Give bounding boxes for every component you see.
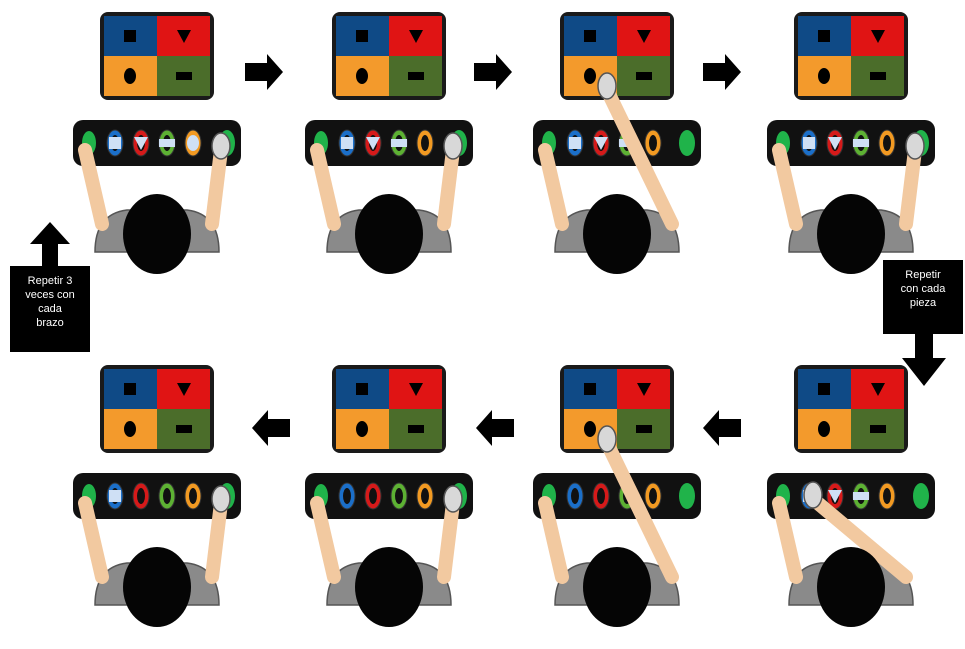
ring-hole <box>395 488 403 504</box>
arrow-left-icon <box>703 410 741 446</box>
arrow-right-icon <box>245 54 283 90</box>
sensor-glove-icon <box>212 486 230 512</box>
head <box>583 194 651 274</box>
ring-hole <box>369 488 377 504</box>
square-piece-icon <box>818 30 830 42</box>
sensor-glove-icon <box>598 73 616 99</box>
circle-piece-icon <box>584 68 596 84</box>
square-piece-icon <box>803 137 815 149</box>
right-arm <box>906 150 915 224</box>
rectangle-piece-icon <box>176 425 192 433</box>
rectangle-piece-icon <box>408 425 424 433</box>
circle-piece-icon <box>187 135 199 151</box>
sensor-glove-icon <box>598 426 616 452</box>
ring-hole <box>343 488 351 504</box>
sensor-glove-icon <box>444 133 462 159</box>
step-panel-3 <box>533 12 701 274</box>
square-piece-icon <box>356 383 368 395</box>
step-panel-7 <box>305 365 473 627</box>
arrow-right-icon <box>703 54 741 90</box>
circle-piece-icon <box>356 68 368 84</box>
step-panel-2 <box>305 12 473 274</box>
head <box>123 547 191 627</box>
square-piece-icon <box>124 30 136 42</box>
square-piece-icon <box>356 30 368 42</box>
ring-hole <box>883 488 891 504</box>
ring-tray <box>533 120 701 166</box>
circle-piece-icon <box>356 421 368 437</box>
ring-hole <box>649 488 657 504</box>
rectangle-piece-icon <box>870 425 886 433</box>
step-panel-4 <box>767 12 935 274</box>
square-piece-icon <box>124 383 136 395</box>
ring-hole <box>137 488 145 504</box>
step-panel-1 <box>73 12 241 274</box>
sensor-glove-icon <box>906 133 924 159</box>
ring-hole <box>649 135 657 151</box>
arrow-left-icon <box>476 410 514 446</box>
sensor-glove-icon <box>804 482 822 508</box>
square-piece-icon <box>818 383 830 395</box>
repeat-arm-label: Repetir 3 veces con cada brazo <box>10 266 90 352</box>
circle-piece-icon <box>818 68 830 84</box>
arrow-up-icon <box>30 222 70 266</box>
square-piece-icon <box>569 137 581 149</box>
square-piece-icon <box>584 30 596 42</box>
square-piece-icon <box>341 137 353 149</box>
ring-hole <box>421 135 429 151</box>
sensor-glove-icon <box>212 133 230 159</box>
end-button-icon <box>679 483 695 509</box>
right-arm <box>444 503 453 577</box>
rectangle-piece-icon <box>636 425 652 433</box>
head <box>355 547 423 627</box>
circle-piece-icon <box>818 421 830 437</box>
ring-tray <box>533 473 701 519</box>
sensor-glove-icon <box>444 486 462 512</box>
right-arm <box>212 150 221 224</box>
ring-hole <box>189 488 197 504</box>
repeat-piece-label: Repetir con cada pieza <box>883 260 963 334</box>
ring-tray <box>767 473 935 519</box>
step-panel-8 <box>73 365 241 627</box>
circle-piece-icon <box>124 421 136 437</box>
rectangle-piece-icon <box>408 72 424 80</box>
square-piece-icon <box>109 137 121 149</box>
end-button-icon <box>679 130 695 156</box>
rectangle-piece-icon <box>159 139 175 147</box>
right-arm <box>212 503 221 577</box>
head <box>817 194 885 274</box>
head <box>123 194 191 274</box>
step-panel-5 <box>767 365 935 627</box>
ring-hole <box>883 135 891 151</box>
rectangle-piece-icon <box>636 72 652 80</box>
head <box>817 547 885 627</box>
rectangle-piece-icon <box>870 72 886 80</box>
ring-hole <box>421 488 429 504</box>
circle-piece-icon <box>584 421 596 437</box>
step-panel-6 <box>533 365 701 627</box>
circle-piece-icon <box>124 68 136 84</box>
right-arm <box>444 150 453 224</box>
arrow-right-icon <box>474 54 512 90</box>
rectangle-piece-icon <box>176 72 192 80</box>
head <box>355 194 423 274</box>
head <box>583 547 651 627</box>
square-piece-icon <box>584 383 596 395</box>
end-button-icon <box>913 483 929 509</box>
rectangle-piece-icon <box>853 492 869 500</box>
rectangle-piece-icon <box>391 139 407 147</box>
ring-hole <box>597 488 605 504</box>
arrow-left-icon <box>252 410 290 446</box>
ring-hole <box>163 488 171 504</box>
ring-hole <box>571 488 579 504</box>
arrow-down-icon <box>902 334 946 386</box>
square-piece-icon <box>109 490 121 502</box>
rectangle-piece-icon <box>853 139 869 147</box>
